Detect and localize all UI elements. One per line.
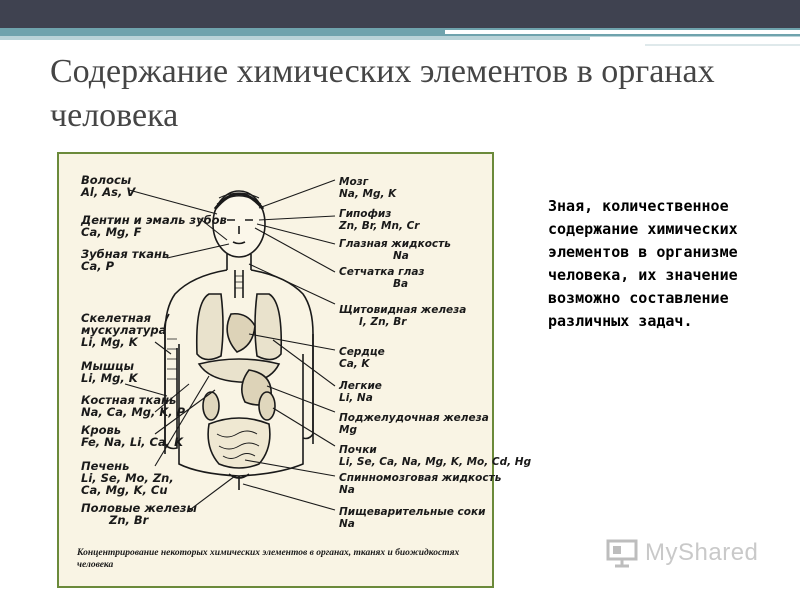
decor-line <box>445 30 800 34</box>
presentation-screen-icon <box>606 539 638 568</box>
body-illustration <box>124 179 336 513</box>
side-description: Зная, количественное содержание химическ… <box>548 197 738 330</box>
top-accent-stripe-light <box>0 36 800 40</box>
decor-line <box>645 44 800 46</box>
slide-title: Содержание химических элементов в органа… <box>50 53 715 134</box>
top-decor-bar <box>0 0 800 46</box>
top-accent-stripe <box>0 28 800 36</box>
logo-text: MyShared <box>645 539 759 566</box>
myshared-logo: MyShared <box>605 536 775 572</box>
figure-caption: Концентрирование некоторых химических эл… <box>77 548 460 570</box>
decor-line <box>590 37 800 40</box>
